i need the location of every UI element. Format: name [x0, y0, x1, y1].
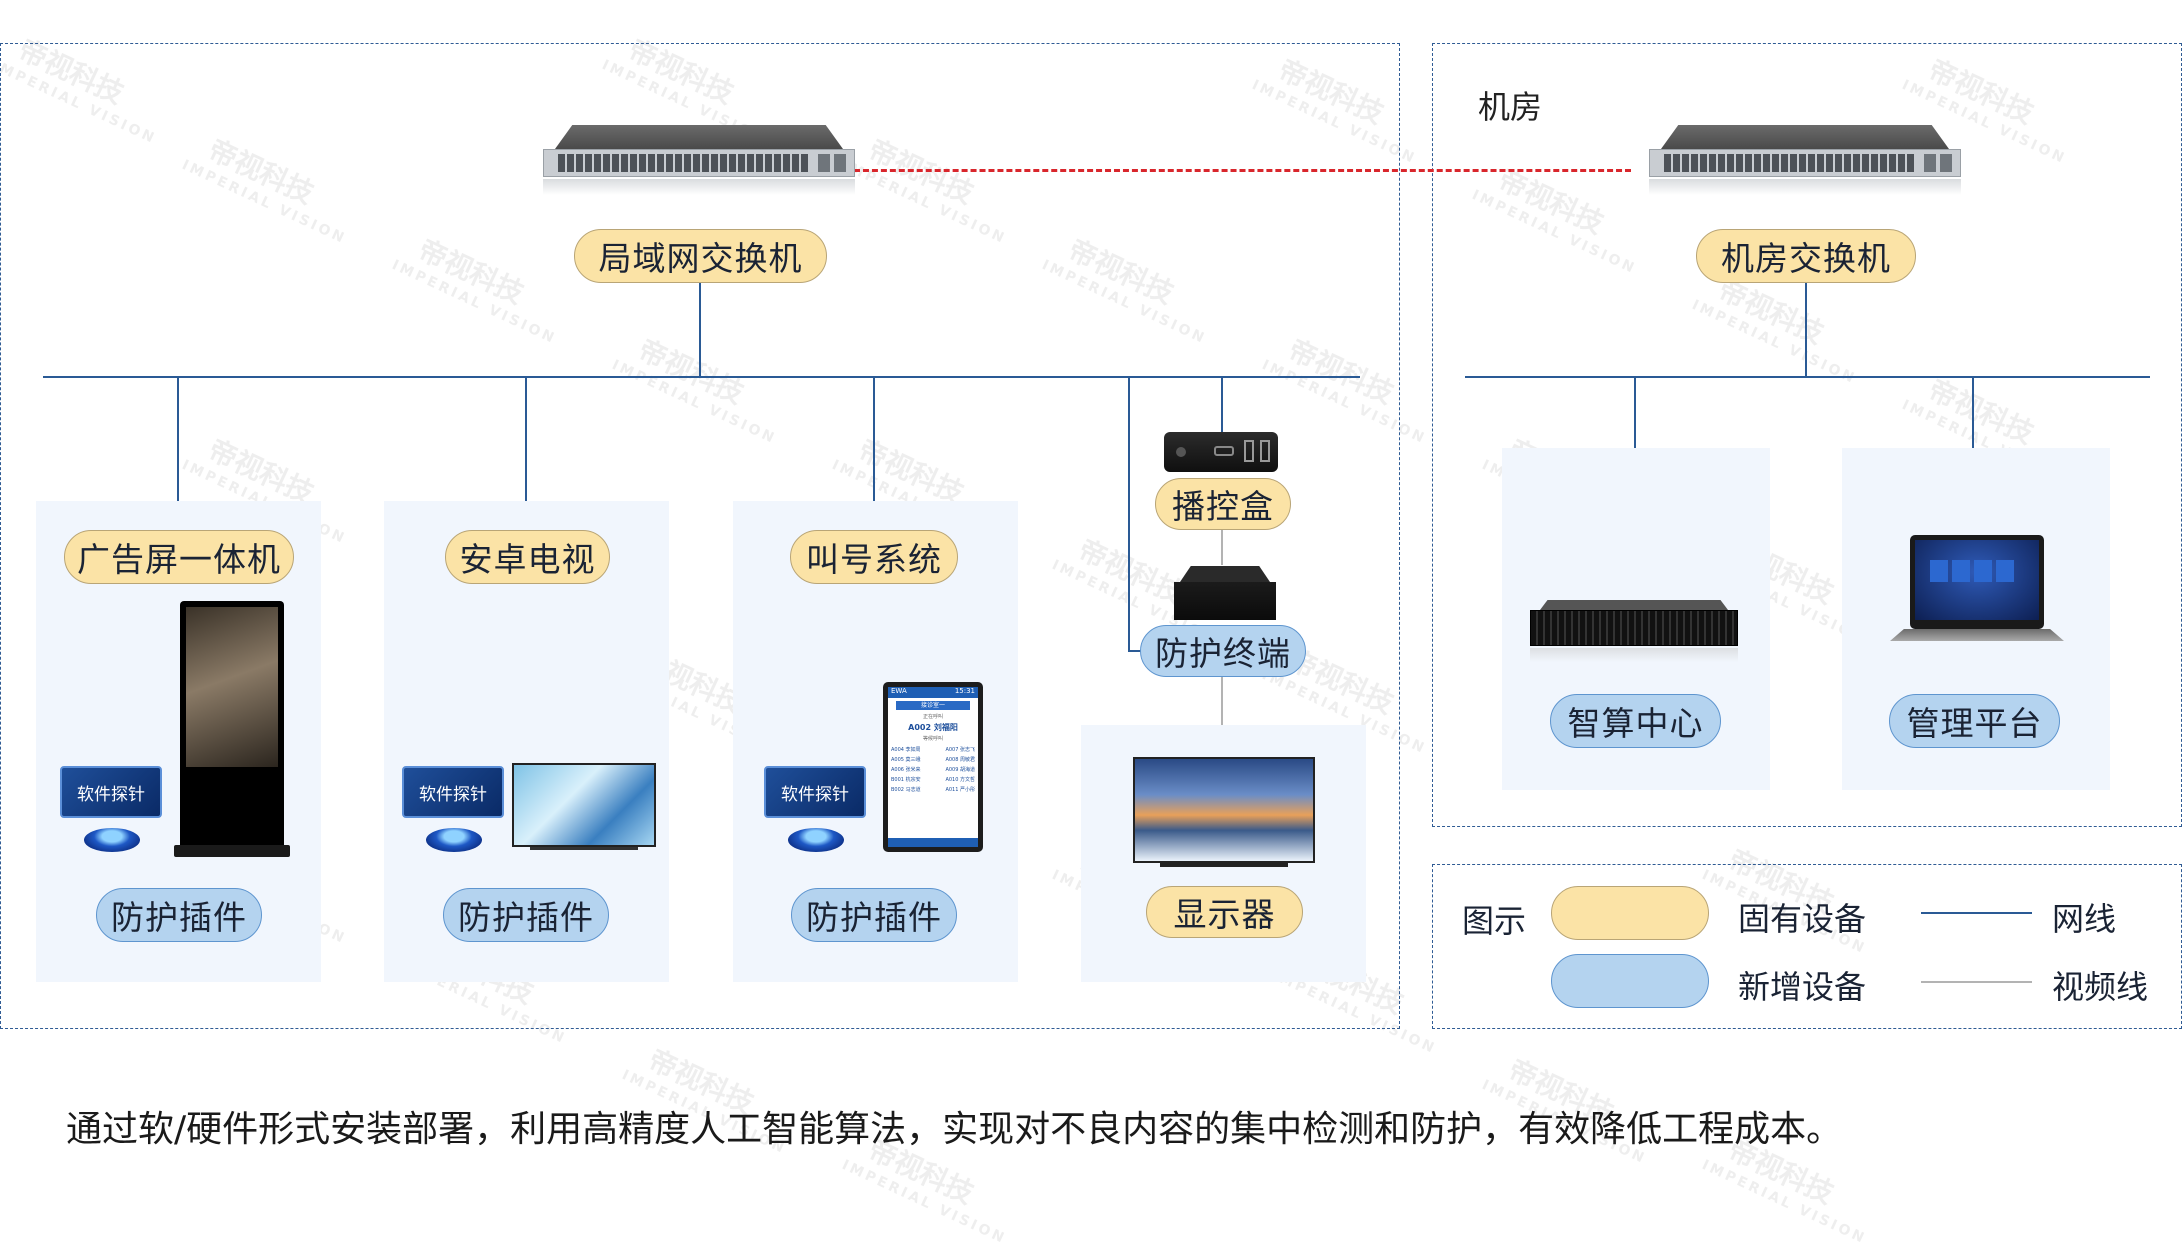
network-line [177, 377, 179, 501]
software-probe-icon: 软件探针 [402, 766, 504, 818]
queue-waiting-item: A010 方文哲 [945, 777, 975, 783]
diagram-caption: 通过软/硬件形式安装部署，利用高精度人工智能算法，实现对不良内容的集中检测和防护… [66, 1109, 1843, 1150]
queue-waiting-item: B001 杭宗安 [891, 777, 921, 783]
probe-base-icon [788, 828, 844, 852]
protection-terminal-box-icon [1174, 566, 1276, 622]
queue-now-calling: A002 刘福阳 [908, 723, 958, 732]
network-line [1221, 377, 1223, 432]
network-line [873, 377, 875, 501]
queue-time: 15:31 [954, 687, 975, 695]
queue-waiting-item: A007 张志飞 [945, 747, 975, 753]
queue-waiting-label: 等候呼叫 [922, 736, 943, 742]
probe-base-icon [426, 828, 482, 852]
legend-label-fixed: 固有设备 [1738, 900, 1867, 938]
software-probe: 软件探针 [402, 766, 504, 856]
network-switch-icon [543, 125, 855, 197]
legend-label-video: 视频线 [2052, 968, 2149, 1006]
network-line [1128, 377, 1130, 651]
network-bus-line [1465, 376, 2150, 378]
video-line [1221, 672, 1223, 725]
legend-line-video [1921, 981, 2032, 983]
queue-waiting-item: B002 马志道 [891, 787, 921, 793]
queue-waiting-item: A006 张米来 [891, 767, 921, 773]
protection-plugin-label: 防护插件 [443, 888, 609, 942]
legend-line-network [1921, 912, 2032, 914]
software-probe-icon: 软件探针 [60, 766, 162, 818]
protection-terminal-label: 防护终端 [1140, 625, 1306, 677]
media-player-box-icon [1164, 432, 1278, 472]
lan-switch-label: 局域网交换机 [574, 229, 827, 283]
display-monitor-icon [1133, 757, 1315, 863]
rack-server-icon [1530, 600, 1738, 662]
management-platform-label: 管理平台 [1889, 694, 2060, 748]
protection-plugin-label: 防护插件 [96, 888, 262, 942]
network-line [1128, 650, 1150, 652]
software-probe-icon: 软件探针 [764, 766, 866, 818]
queue-waiting-item: A004 李如周 [891, 747, 921, 753]
display-stand [1160, 863, 1288, 867]
protection-plugin-label: 防护插件 [791, 888, 957, 942]
legend-label-new: 新增设备 [1738, 968, 1867, 1006]
queue-call-screen-icon: EWA 15:31 接诊室一 正在呼叫 A002 刘福阳 等候呼叫 A004 李… [883, 682, 983, 852]
android-tv-label: 安卓电视 [445, 530, 610, 584]
display-label: 显示器 [1146, 886, 1303, 938]
legend-title: 图示 [1462, 902, 1527, 940]
region-local-network [0, 43, 1400, 1029]
compute-center-label: 智算中心 [1550, 694, 1721, 748]
kiosk-display-icon [174, 601, 290, 857]
network-line [1634, 377, 1636, 448]
network-line [1972, 377, 1974, 448]
legend-label-network: 网线 [2052, 900, 2117, 938]
legend-swatch-new [1551, 954, 1709, 1008]
queue-waiting-item: A005 莫三峨 [891, 757, 921, 763]
legend-swatch-fixed [1551, 886, 1709, 940]
player-box-label: 播控盒 [1155, 478, 1291, 530]
queue-brand: EWA [891, 687, 907, 695]
network-switch-icon [1649, 125, 1961, 197]
queue-waiting-item: A009 胡海道 [945, 767, 975, 773]
region-server-room-title: 机房 [1478, 88, 1543, 126]
network-line [525, 377, 527, 501]
network-line [699, 283, 701, 377]
video-line [1221, 530, 1223, 565]
queue-waiting-item: A011 严小彤 [945, 787, 975, 793]
android-tv-icon [512, 763, 656, 847]
probe-base-icon [84, 828, 140, 852]
server-room-switch-label: 机房交换机 [1696, 229, 1916, 283]
ad-kiosk-label: 广告屏一体机 [64, 530, 294, 584]
queue-waiting-item: A008 周敏君 [945, 757, 975, 763]
network-bus-line [43, 376, 1360, 378]
laptop-platform-icon [1890, 535, 2064, 655]
queue-system-label: 叫号系统 [790, 530, 958, 584]
queue-now-calling-label: 正在呼叫 [922, 714, 943, 720]
switch-interconnect-link [854, 169, 1631, 172]
software-probe: 软件探针 [764, 766, 866, 856]
queue-room: 接诊室一 [896, 701, 970, 710]
software-probe: 软件探针 [60, 766, 162, 856]
tv-stand [530, 847, 638, 850]
network-line [1805, 283, 1807, 377]
